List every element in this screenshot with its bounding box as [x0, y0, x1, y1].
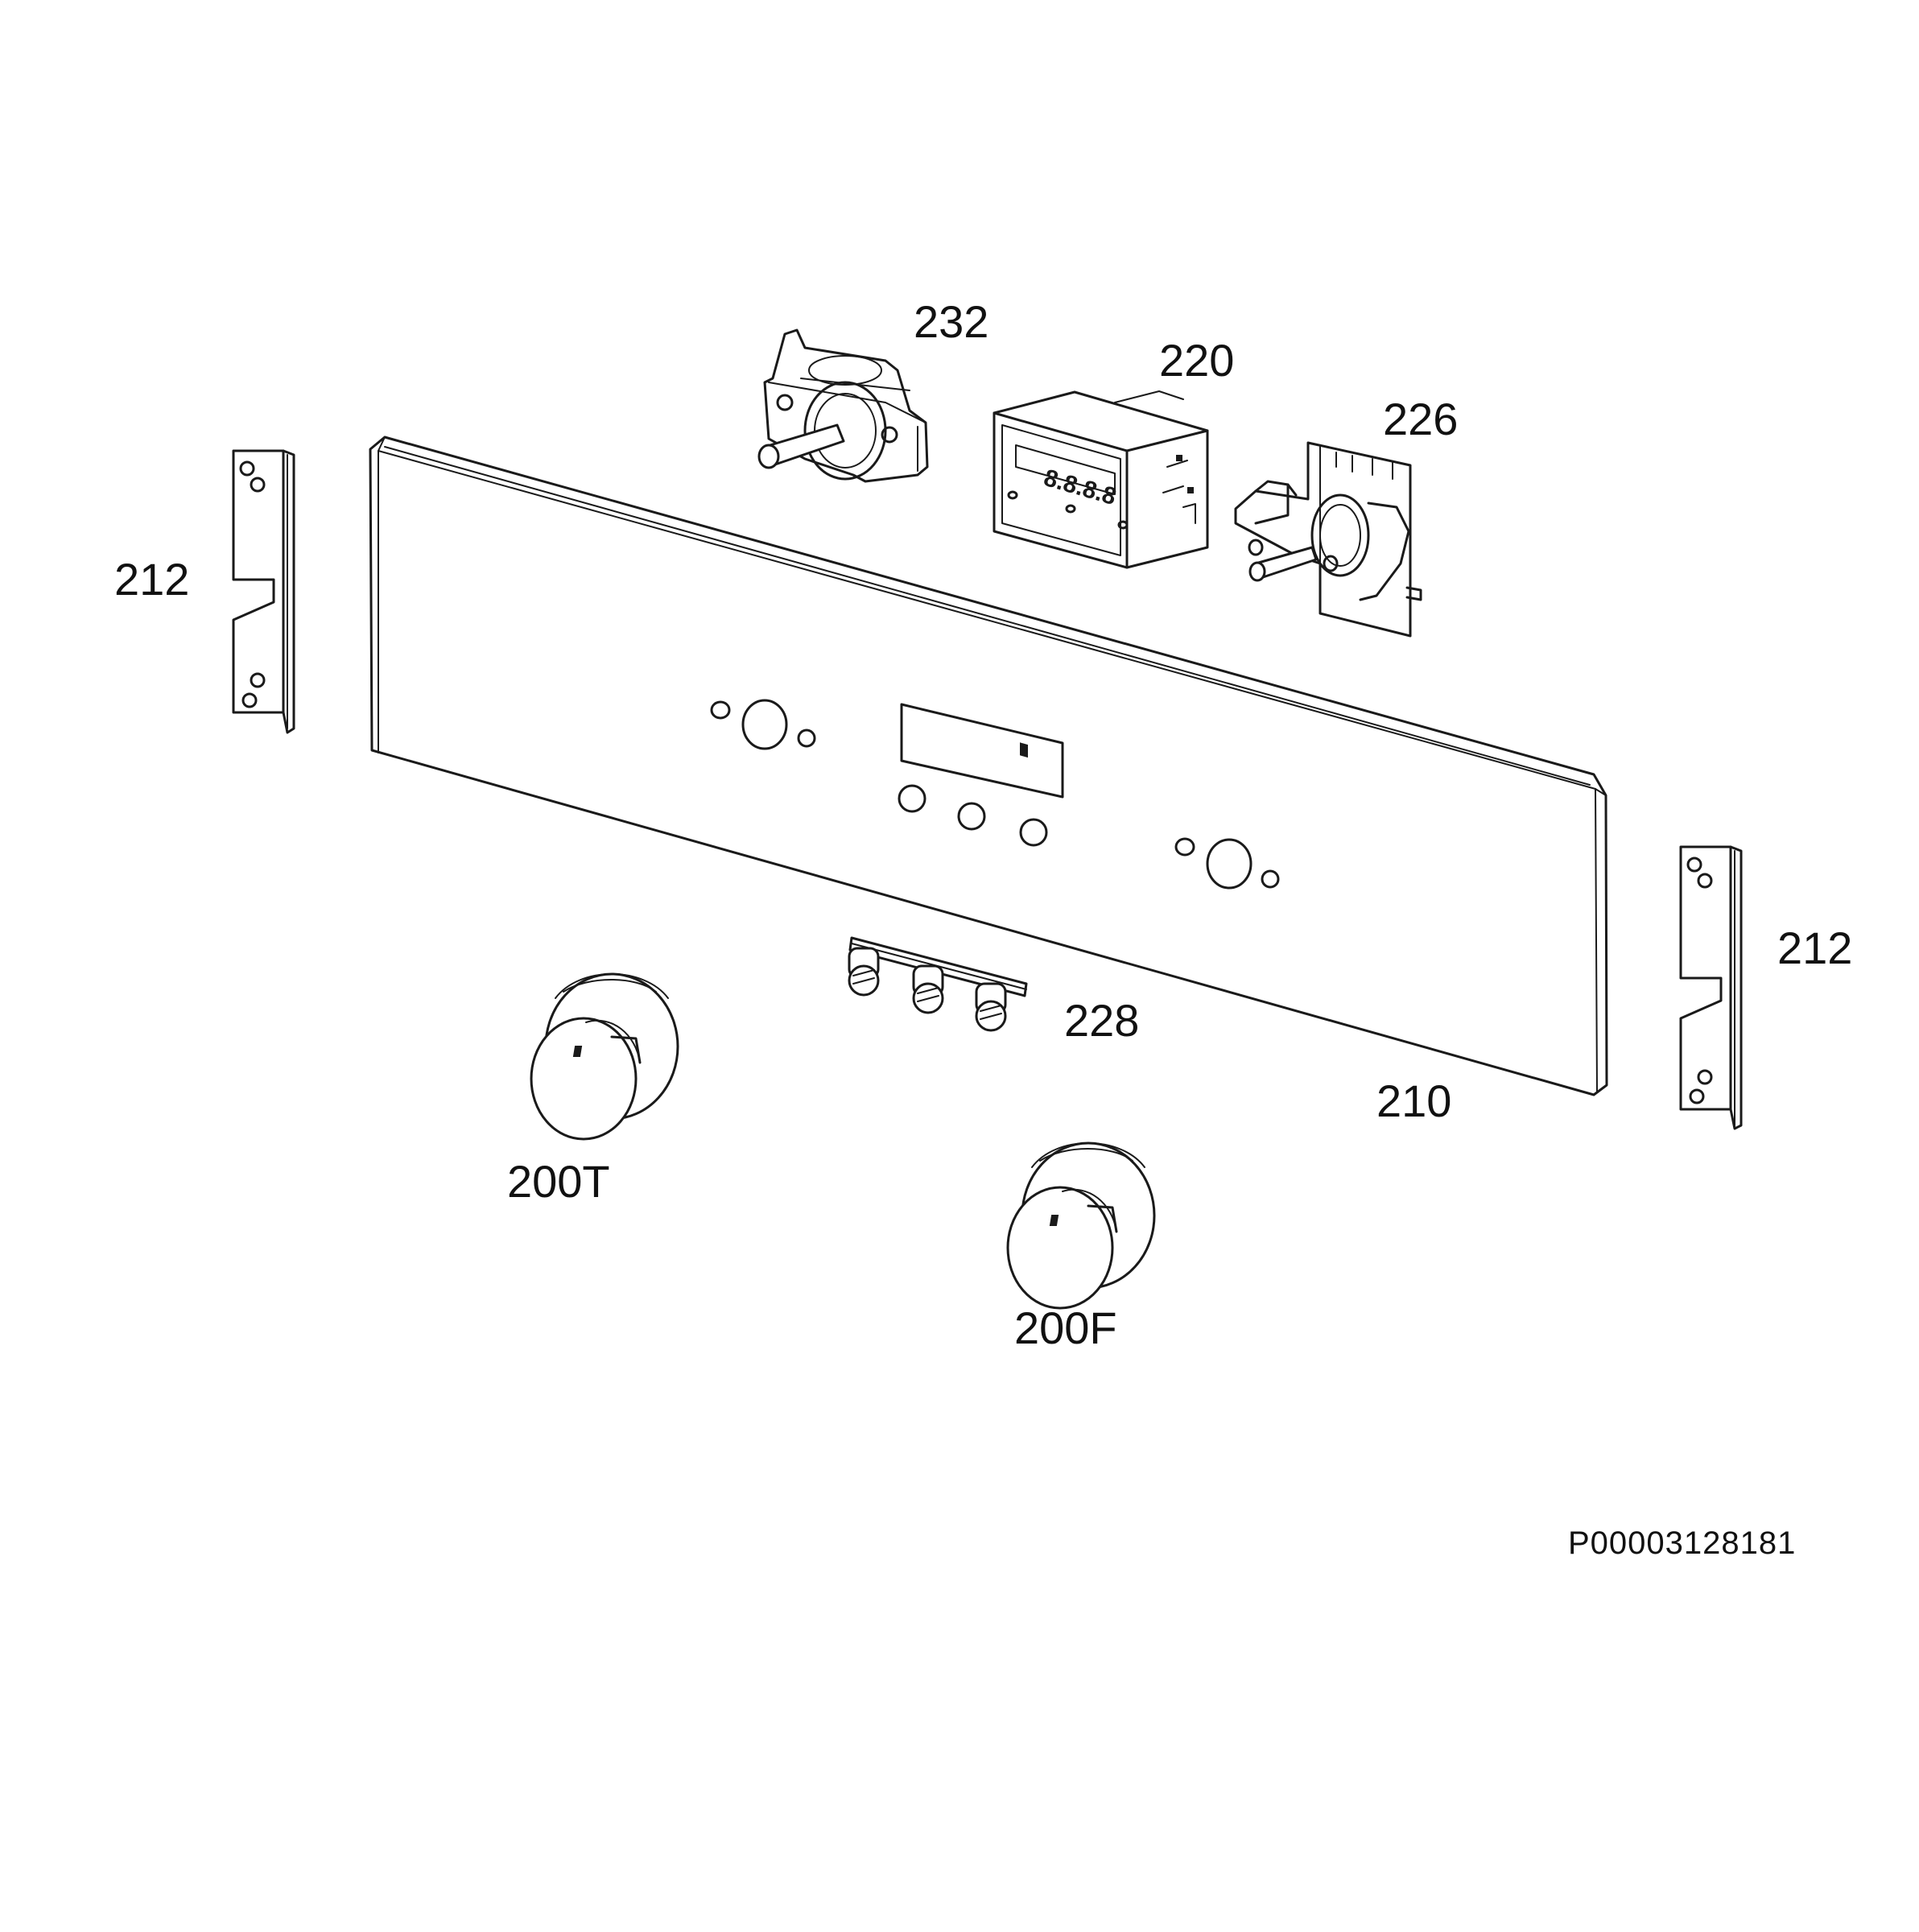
timer-module-220: 8.8.8.8: [993, 390, 1209, 758]
drawing-code: P00003128181: [1568, 1525, 1797, 1561]
push-button-3: [975, 982, 1007, 1032]
button-hole-3: [1019, 818, 1048, 847]
label-220: 220: [1159, 335, 1235, 386]
selector-switch-232: [757, 328, 929, 483]
control-panel-210: [369, 436, 1608, 1096]
knob-hole-left: [741, 699, 788, 750]
thermostat-226: [1234, 441, 1422, 638]
button-hole-1: [898, 784, 926, 813]
button-hole-2: [957, 802, 986, 831]
bracket-212-left: [232, 449, 295, 734]
display-window-cutout: [900, 703, 1064, 799]
knob-200F: [1006, 1141, 1156, 1310]
label-210: 210: [1376, 1075, 1452, 1126]
label-212-right: 212: [1777, 923, 1853, 973]
segment-display: [1020, 742, 1028, 758]
label-200T: 200T: [507, 1156, 610, 1207]
label-212-left: 212: [114, 554, 190, 605]
knob-200T: [530, 972, 679, 1141]
knob-hole-right: [1206, 838, 1253, 890]
bracket-212-right: [1679, 845, 1743, 1130]
push-buttons-228: [848, 936, 1028, 1032]
label-228: 228: [1064, 995, 1140, 1046]
push-button-2: [912, 964, 944, 1014]
label-226: 226: [1383, 394, 1459, 444]
label-232: 232: [914, 296, 989, 347]
label-200F: 200F: [1014, 1302, 1117, 1353]
push-button-1: [848, 947, 880, 997]
